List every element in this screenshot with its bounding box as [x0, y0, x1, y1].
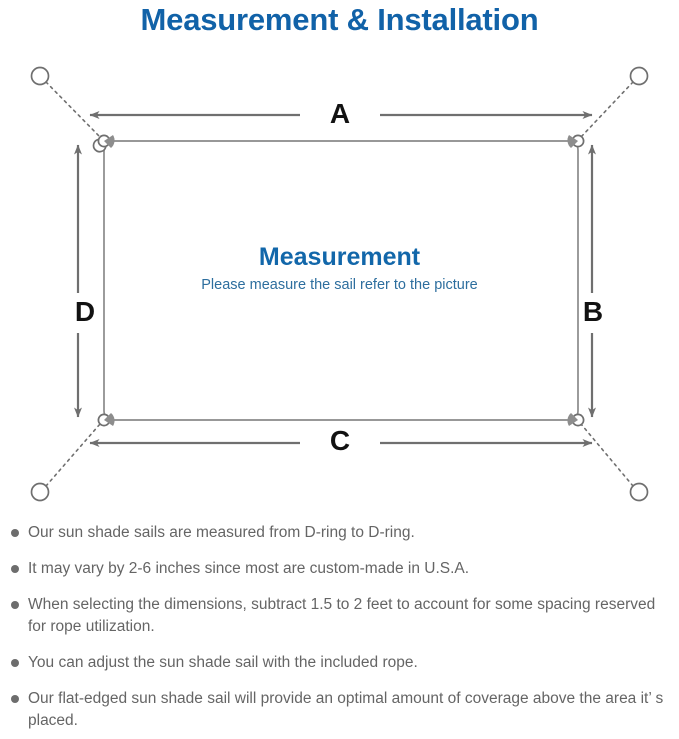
list-item-text: It may vary by 2-6 inches since most are… [28, 560, 470, 577]
sail-body [103, 140, 579, 421]
dimension-label-c: C [329, 425, 351, 456]
page-title: Measurement & Installation [140, 2, 539, 37]
bullet-icon [11, 601, 19, 609]
anchor-points [30, 66, 649, 502]
list-item: You can adjust the sun shade sail with t… [0, 652, 679, 674]
dimension-label-a: A [329, 98, 351, 129]
dimension-label-b: B [582, 296, 604, 327]
bullet-icon [11, 529, 19, 537]
list-item-text: Our sun shade sails are measured from D-… [28, 524, 415, 541]
diagram-center-title: Measurement [258, 243, 421, 271]
rope-bottom-right [580, 423, 634, 487]
rope-top-right [580, 81, 634, 138]
d-ring-tab-bottom-left [104, 413, 115, 426]
list-item: Our sun shade sails are measured from D-… [0, 522, 679, 544]
list-item-text: Our flat-edged sun shade sail will provi… [28, 690, 664, 729]
dimension-arrows [74, 111, 596, 447]
list-item: It may vary by 2-6 inches since most are… [0, 558, 679, 580]
diagram-center-subtitle: Please measure the sail refer to the pic… [201, 277, 478, 293]
d-ring-tab-top-left [104, 135, 115, 148]
bullet-icon [11, 659, 19, 667]
list-item: When selecting the dimensions, subtract … [0, 594, 679, 638]
anchor-point-bottom-left [30, 482, 50, 502]
rope-bottom-left [45, 423, 101, 487]
diagram-svg [30, 66, 649, 502]
d-ring-tab-bottom-right [567, 413, 578, 426]
notes-list: Our sun shade sails are measured from D-… [0, 522, 679, 732]
d-ring-tab-top-right [567, 135, 578, 148]
anchor-point-top-left [30, 66, 50, 86]
rope-top-left [45, 81, 101, 138]
dimension-label-d: D [74, 296, 96, 327]
list-item: Our flat-edged sun shade sail will provi… [0, 688, 679, 732]
anchor-point-bottom-right [629, 482, 649, 502]
bullet-icon [11, 565, 19, 573]
list-item-text: When selecting the dimensions, subtract … [28, 596, 656, 635]
d-ring-tabs [104, 135, 578, 426]
bullet-icon [11, 695, 19, 703]
anchor-point-top-right [629, 66, 649, 86]
sail-measurement-diagram: Measurement Please measure the sail refe… [0, 45, 679, 515]
list-item-text: You can adjust the sun shade sail with t… [28, 654, 418, 671]
rope-lines [45, 81, 634, 487]
